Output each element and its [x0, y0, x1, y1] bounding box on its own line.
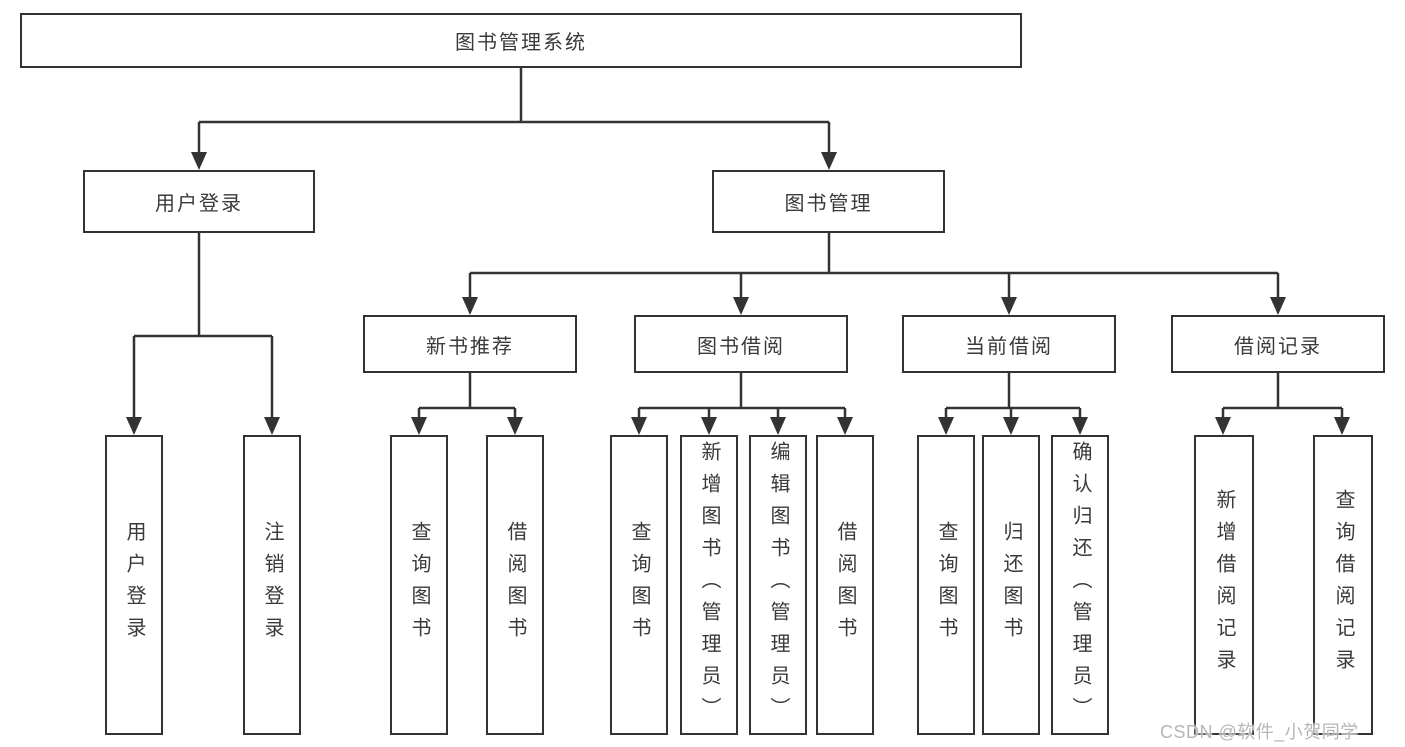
node-user-login: 用户登录 [83, 170, 315, 233]
leaf-label: 注销登录 [261, 521, 283, 649]
leaf-borrow-books-1: 借阅图书 [486, 435, 544, 735]
leaf-label: 确认归还（管理员） [1069, 441, 1091, 729]
leaf-label: 新增借阅记录 [1213, 489, 1235, 681]
leaf-label: 归还图书 [1000, 521, 1022, 649]
leaf-label: 借阅图书 [504, 521, 526, 649]
leaf-user-login: 用户登录 [105, 435, 163, 735]
leaf-label: 查询图书 [628, 521, 650, 649]
leaf-query-books-1: 查询图书 [390, 435, 448, 735]
node-new-book-recommend: 新书推荐 [363, 315, 577, 373]
leaf-label: 新增图书（管理员） [698, 441, 720, 729]
leaf-confirm-return-admin: 确认归还（管理员） [1051, 435, 1109, 735]
leaf-add-book-admin: 新增图书（管理员） [680, 435, 738, 735]
leaf-edit-book-admin: 编辑图书（管理员） [749, 435, 807, 735]
arrowheads [126, 152, 1350, 435]
watermark: CSDN @软件_小贺同学 [1160, 722, 1359, 742]
node-current-borrow: 当前借阅 [902, 315, 1116, 373]
node-borrow-records: 借阅记录 [1171, 315, 1385, 373]
node-book-management: 图书管理 [712, 170, 945, 233]
leaf-label: 编辑图书（管理员） [767, 441, 789, 729]
leaf-label: 查询图书 [408, 521, 430, 649]
node-book-borrow: 图书借阅 [634, 315, 848, 373]
leaf-query-books-2: 查询图书 [610, 435, 668, 735]
leaf-label: 用户登录 [123, 521, 145, 649]
leaf-add-borrow-record: 新增借阅记录 [1194, 435, 1254, 735]
leaf-label: 查询图书 [935, 521, 957, 649]
leaf-query-books-3: 查询图书 [917, 435, 975, 735]
node-library-system: 图书管理系统 [20, 13, 1022, 68]
leaf-return-books: 归还图书 [982, 435, 1040, 735]
leaf-query-borrow-record: 查询借阅记录 [1313, 435, 1373, 735]
leaf-borrow-books-2: 借阅图书 [816, 435, 874, 735]
leaf-label: 查询借阅记录 [1332, 489, 1354, 681]
leaf-label: 借阅图书 [834, 521, 856, 649]
leaf-logout: 注销登录 [243, 435, 301, 735]
